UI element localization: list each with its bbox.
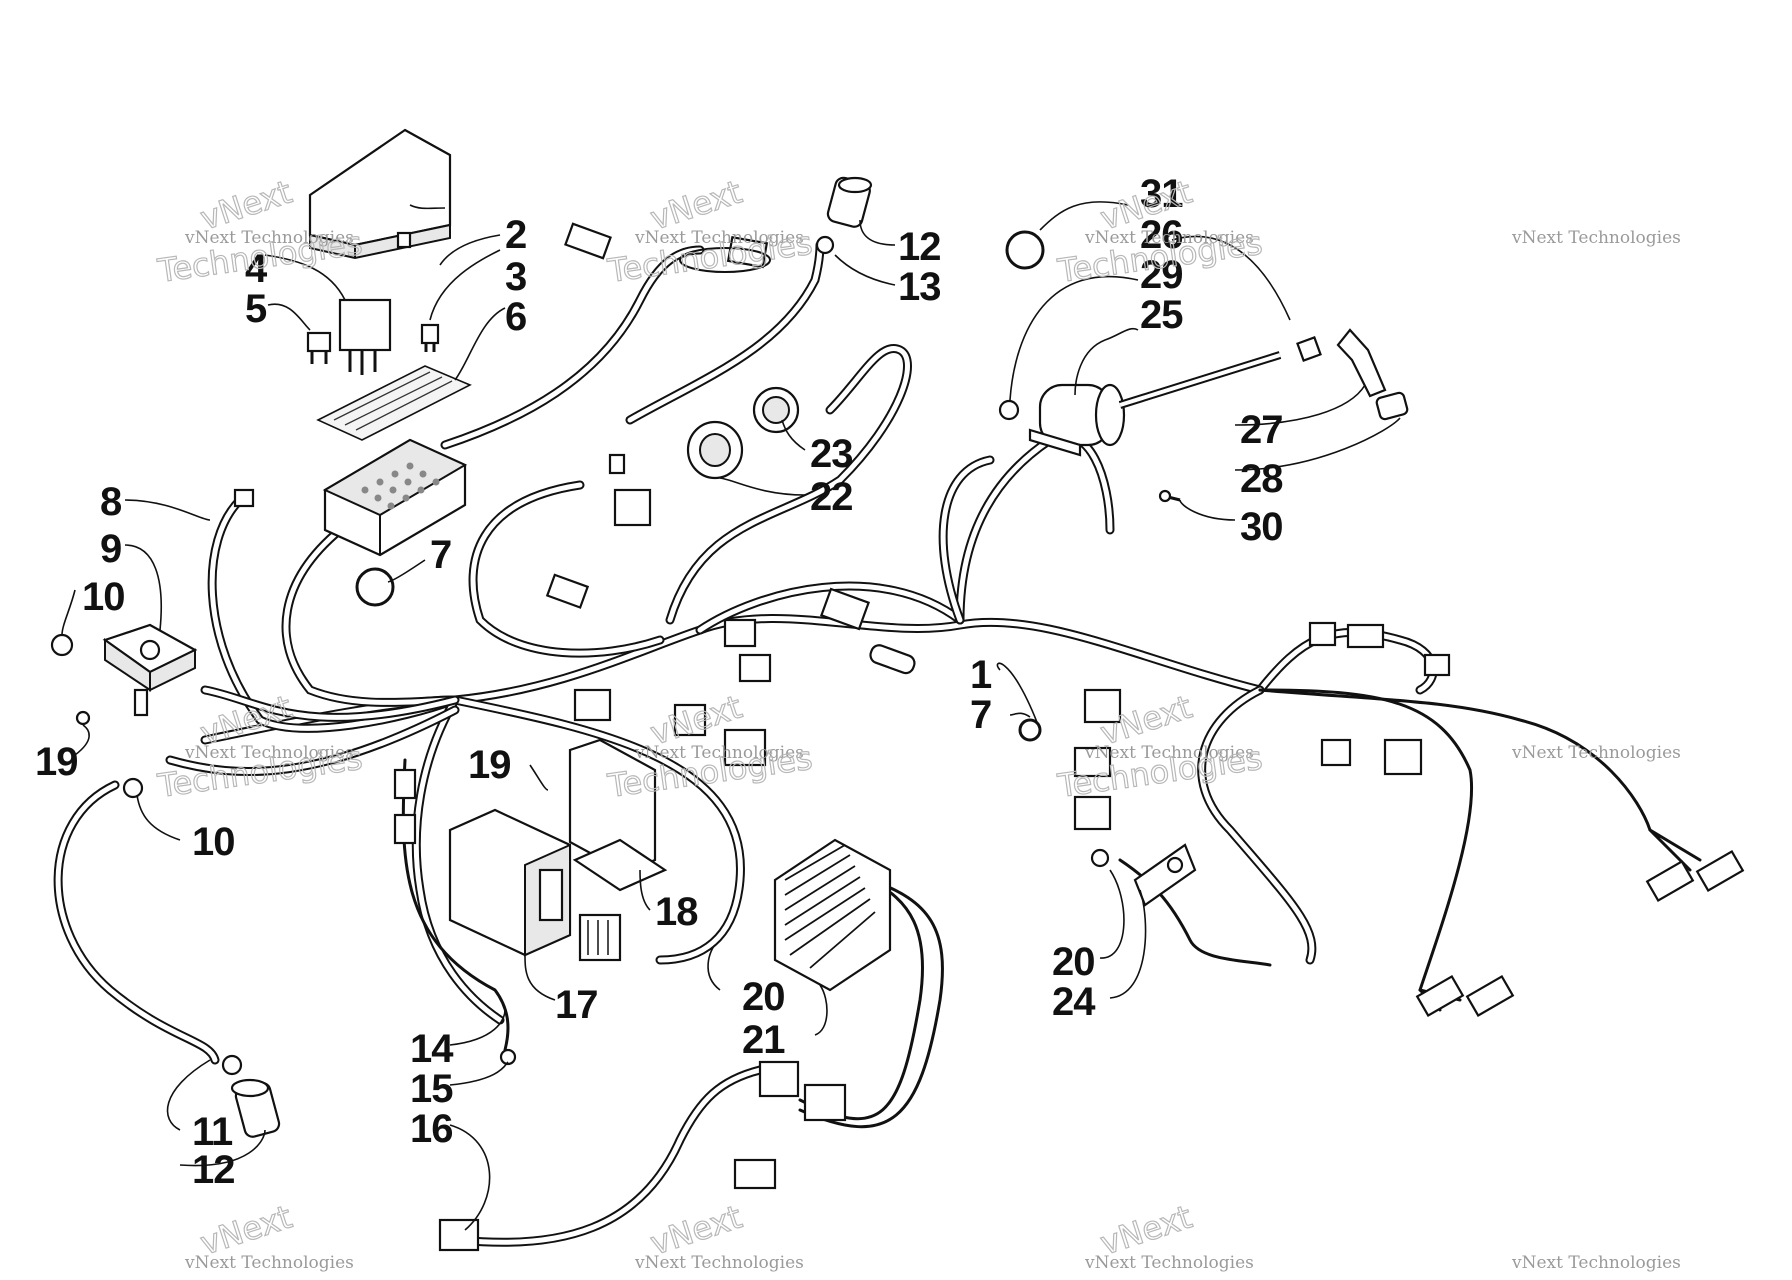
- part-coil-nut: [998, 399, 1020, 421]
- watermark-text: vNext Technologies: [1084, 1253, 1254, 1273]
- part-clamp: [355, 567, 395, 607]
- callout-15: 15: [410, 1067, 453, 1111]
- part-fuse-block: [322, 438, 468, 557]
- callout-29: 29: [1140, 253, 1183, 297]
- callout-6: 6: [505, 295, 526, 339]
- part-relay: [338, 298, 392, 375]
- callout-22: 22: [810, 475, 853, 519]
- callout-11: 11: [192, 1110, 233, 1154]
- callout-25: 25: [1140, 293, 1183, 337]
- part-fuse-blade: [420, 323, 440, 352]
- watermark-text: vNext Technologies: [1511, 228, 1681, 248]
- callout-8: 8: [100, 480, 122, 524]
- watermarks: vNext vNext Technologies Technologies vN…: [154, 172, 1681, 1273]
- callout-9: 9: [100, 527, 121, 571]
- part-fuse-small: [306, 331, 332, 364]
- watermark-text: vNext Technologies: [184, 743, 354, 763]
- callout-7b: 7: [970, 693, 991, 737]
- callout-12b: 12: [192, 1148, 235, 1192]
- callout-17: 17: [555, 983, 598, 1027]
- callout-30: 30: [1240, 505, 1283, 549]
- callout-19b: 19: [468, 743, 511, 787]
- callout-12a: 12: [898, 225, 941, 269]
- part-right-connectors: [1073, 621, 1745, 1018]
- callout-26: 26: [1140, 213, 1183, 257]
- callout-1: 1: [970, 653, 992, 697]
- callout-5: 5: [245, 287, 267, 331]
- callout-27: 27: [1240, 408, 1283, 452]
- watermark-text: vNext Technologies: [1511, 743, 1681, 763]
- callout-20a: 20: [742, 975, 785, 1019]
- part-cdi-connector: [578, 913, 622, 962]
- part-screw: [75, 710, 91, 726]
- callout-23: 23: [810, 432, 853, 476]
- watermark-text: vNext Technologies: [1084, 743, 1254, 763]
- part-voltage-regulator: [773, 838, 892, 992]
- watermark-text: vNext Technologies: [1511, 1253, 1681, 1273]
- part-spark-boot: [1296, 328, 1409, 421]
- callout-14: 14: [410, 1027, 454, 1071]
- part-fuse-box-cover: [308, 128, 452, 260]
- part-nut-lower: [122, 777, 144, 799]
- callout-20b: 20: [1052, 940, 1095, 984]
- callout-10b: 10: [192, 820, 235, 864]
- part-fuse-decal: [316, 365, 472, 441]
- callout-24: 24: [1052, 980, 1096, 1024]
- callout-10a: 10: [82, 575, 125, 619]
- part-cdi-module: [448, 808, 572, 957]
- callout-31: 31: [1140, 172, 1183, 216]
- callout-19a: 19: [35, 740, 78, 784]
- watermark-text: vNext Technologies: [634, 743, 804, 763]
- watermark-text: vNext Technologies: [184, 1253, 354, 1273]
- harness-wires: [53, 240, 1438, 1247]
- part-top-connector: [564, 222, 771, 273]
- callout-7a: 7: [430, 533, 451, 577]
- part-switch-plate: [1090, 843, 1197, 907]
- callout-labels: 2 3 4 5 6 7 8 9 10 10 11 12 12 13 14 15 …: [35, 172, 1284, 1192]
- part-terminal-boot-top: [815, 176, 873, 255]
- part-bottom-connectors: [438, 1048, 847, 1252]
- callout-28: 28: [1240, 457, 1283, 501]
- callout-4: 4: [245, 247, 268, 291]
- watermark-text: vNext Technologies: [184, 228, 354, 248]
- part-bracket: [568, 738, 668, 892]
- callout-2: 2: [505, 213, 526, 257]
- watermark-text: vNext Technologies: [634, 1253, 804, 1273]
- part-lamp-socket: [686, 386, 800, 480]
- callout-13: 13: [898, 265, 941, 309]
- part-starter-solenoid: [102, 623, 198, 717]
- callout-21: 21: [742, 1018, 785, 1062]
- leader-lines: [61, 201, 1401, 1231]
- callout-18: 18: [655, 890, 698, 934]
- part-terminal-boot-bottom: [221, 1054, 281, 1138]
- part-clip-31: [1005, 230, 1045, 270]
- callout-3: 3: [505, 255, 526, 299]
- watermark-text: vNext Technologies: [634, 228, 804, 248]
- part-mid-connectors: [233, 453, 916, 845]
- callout-16: 16: [410, 1107, 453, 1151]
- part-nut: [50, 633, 74, 657]
- watermark-text: vNext Technologies: [1084, 228, 1254, 248]
